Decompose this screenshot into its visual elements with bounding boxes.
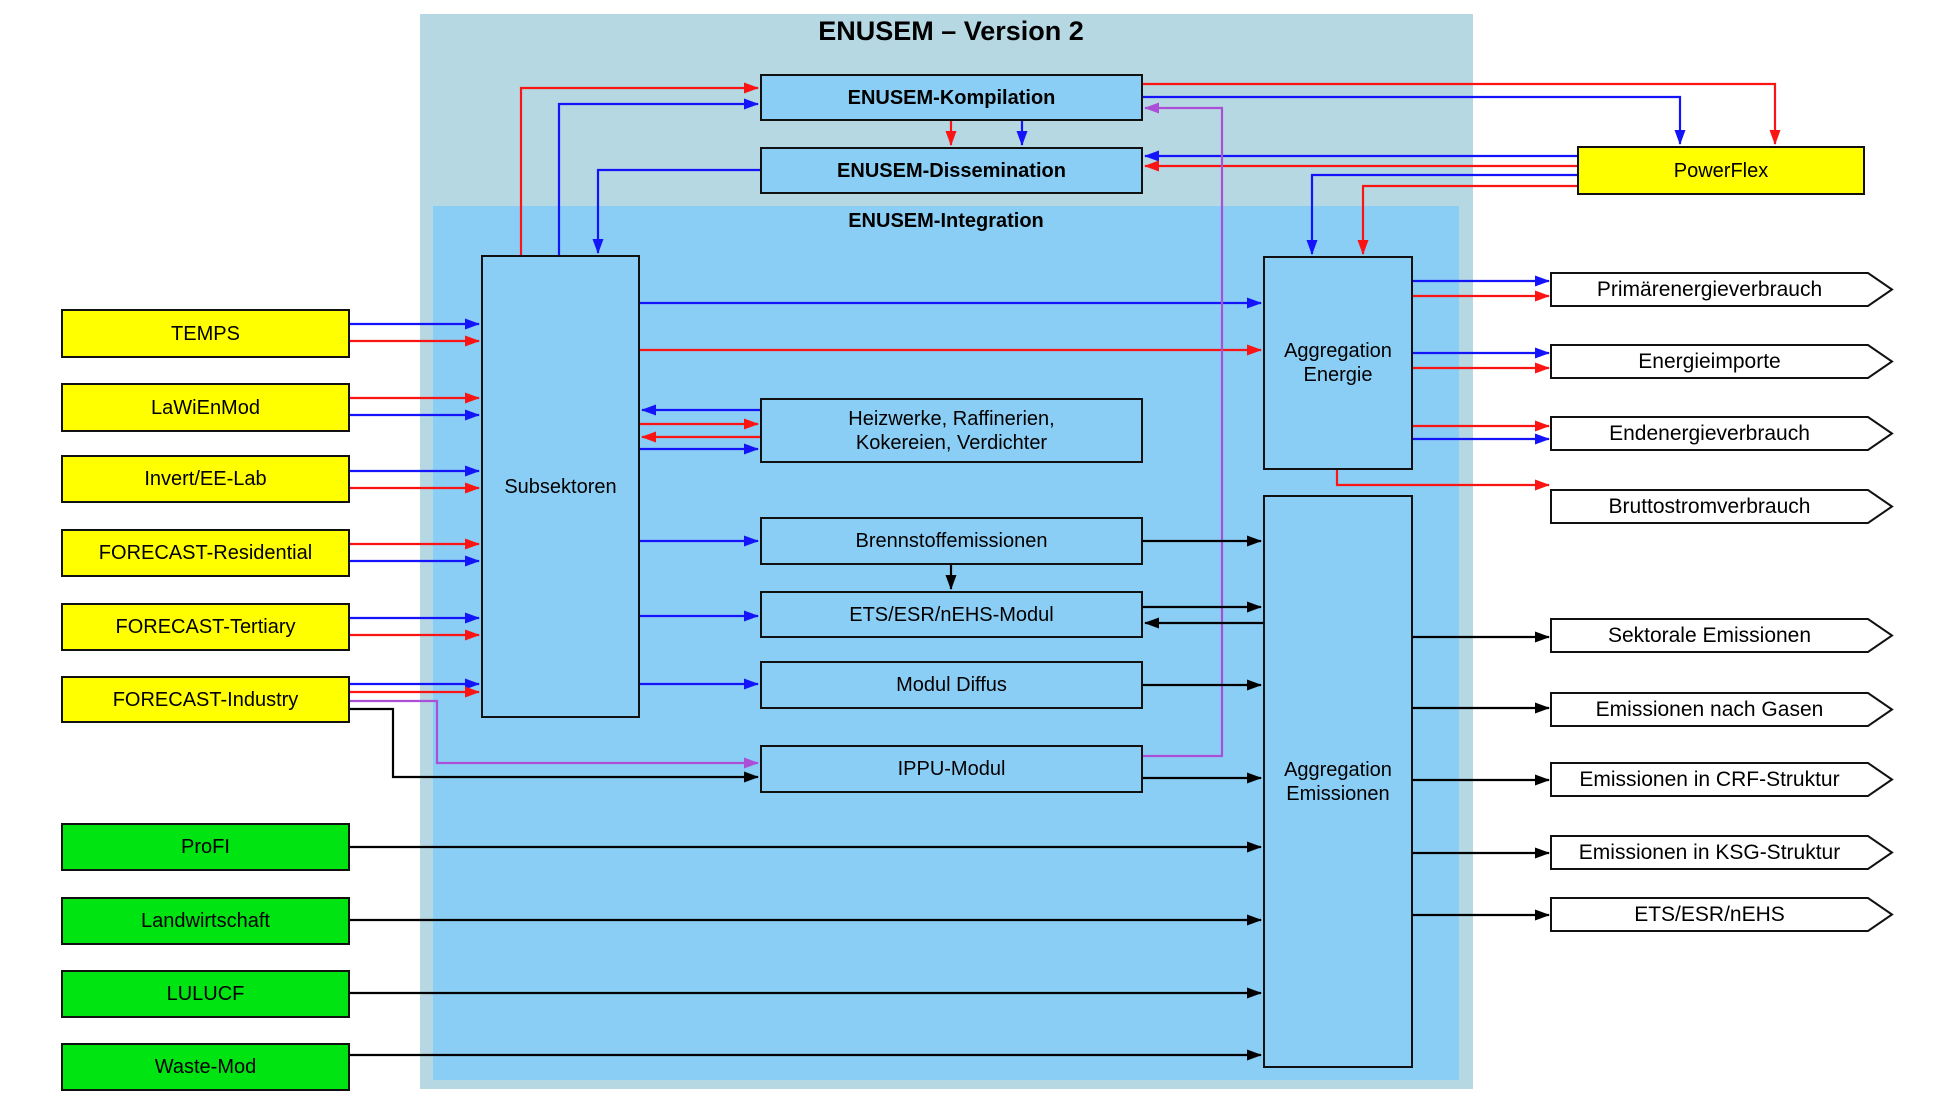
- tag-ets-esr-nehs: ETS/ESR/nEHS: [1634, 903, 1785, 926]
- tag-emissionen-nach-gasen: Emissionen nach Gasen: [1595, 698, 1824, 721]
- box-waste-mod: Waste-Mod: [61, 1043, 350, 1091]
- tag-bruttostromverbrauch: Bruttostromverbrauch: [1608, 495, 1811, 518]
- tag-endenergieverbrauch: Endenergieverbrauch: [1609, 422, 1810, 445]
- tag-primaerenergieverbrauch: Primärenergieverbrauch: [1596, 278, 1823, 301]
- box-subsektoren: Subsektoren: [481, 255, 640, 718]
- diagram-title: ENUSEM – Version 2: [818, 16, 1084, 46]
- box-aggregation-energie: Aggregation Energie: [1263, 256, 1413, 470]
- box-profi: ProFI: [61, 823, 350, 871]
- box-enusem-kompilation: ENUSEM-Kompilation: [760, 74, 1143, 121]
- tag-sektorale-emissionen: Sektorale Emissionen: [1607, 624, 1812, 647]
- box-landwirtschaft: Landwirtschaft: [61, 897, 350, 945]
- box-lulucf: LULUCF: [61, 970, 350, 1018]
- box-powerflex: PowerFlex: [1577, 146, 1865, 195]
- box-ippu-modul: IPPU-Modul: [760, 745, 1143, 793]
- box-forecast-residential: FORECAST-Residential: [61, 529, 350, 577]
- box-invert-ee-lab: Invert/EE-Lab: [61, 455, 350, 503]
- box-enusem-dissemination: ENUSEM-Dissemination: [760, 147, 1143, 194]
- box-temps: TEMPS: [61, 309, 350, 358]
- box-forecast-tertiary: FORECAST-Tertiary: [61, 603, 350, 651]
- tag-energieimporte: Energieimporte: [1638, 350, 1781, 373]
- box-forecast-industry: FORECAST-Industry: [61, 676, 350, 723]
- tag-emissionen-crf-struktur: Emissionen in CRF-Struktur: [1579, 768, 1840, 791]
- box-aggregation-emissionen: Aggregation Emissionen: [1263, 495, 1413, 1068]
- box-heizwerke: Heizwerke, Raffinerien, Kokereien, Verdi…: [760, 398, 1143, 463]
- box-brennstoffemissionen: Brennstoffemissionen: [760, 517, 1143, 565]
- integration-panel-label: ENUSEM-Integration: [848, 210, 1044, 232]
- box-lawienmod: LaWiEnMod: [61, 383, 350, 432]
- tag-emissionen-ksg-struktur: Emissionen in KSG-Struktur: [1578, 841, 1841, 864]
- box-modul-diffus: Modul Diffus: [760, 661, 1143, 709]
- box-ets-esr-nehs-modul: ETS/ESR/nEHS-Modul: [760, 591, 1143, 638]
